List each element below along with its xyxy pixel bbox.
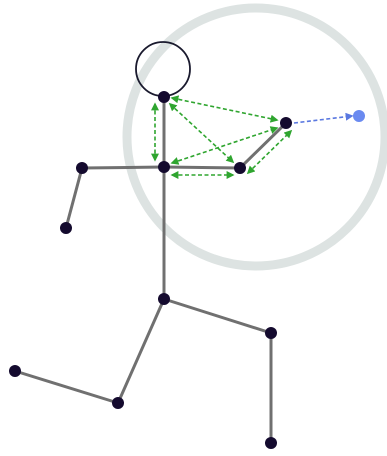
joint-right-foot[interactable] — [265, 437, 277, 449]
joint-right-knee[interactable] — [265, 327, 277, 339]
joint-right-elbow[interactable] — [234, 162, 246, 174]
bone-left-upper-arm — [64, 166, 84, 230]
joints — [9, 91, 292, 449]
reach-circle — [122, 3, 387, 271]
bone-right-thigh — [162, 297, 273, 335]
target-arrow — [293, 112, 354, 124]
constraint-arrows — [151, 95, 293, 179]
joint-chest[interactable] — [158, 161, 170, 173]
joint-right-hand[interactable] — [280, 117, 292, 129]
constraint-arrow-elbow-hand — [246, 129, 293, 175]
bone-right-forearm — [238, 121, 288, 170]
bone-left-thigh — [116, 297, 166, 405]
joint-neck[interactable] — [158, 91, 170, 103]
joint-left-shoulder[interactable] — [76, 162, 88, 174]
bone-shoulder-line — [80, 165, 166, 170]
joint-hip[interactable] — [158, 293, 170, 305]
constraint-arrow-neck-hand — [170, 95, 279, 123]
ik-target-point[interactable] — [353, 110, 365, 122]
constraint-arrow-neck-elbow — [168, 102, 235, 164]
joint-left-hand[interactable] — [60, 222, 72, 234]
bone-left-shin — [13, 369, 120, 405]
joint-left-knee[interactable] — [112, 397, 124, 409]
bone-chest-right-elbow — [162, 165, 242, 170]
joint-left-foot[interactable] — [9, 365, 21, 377]
